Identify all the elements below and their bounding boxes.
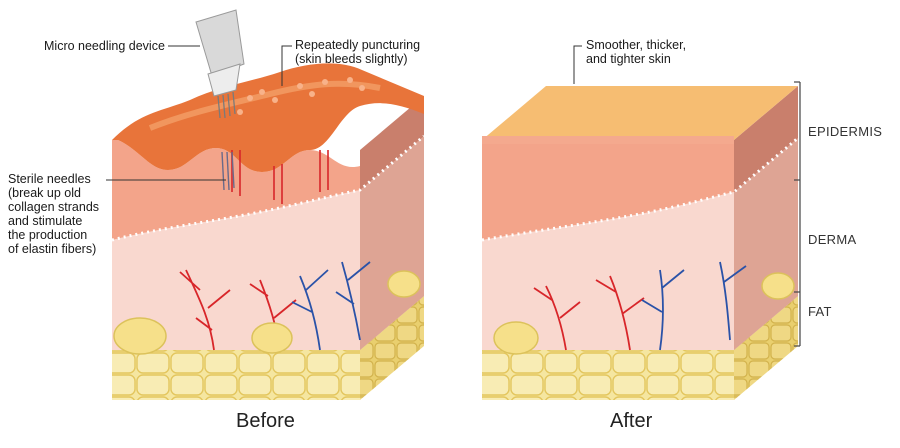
epidermis-label: EPIDERMIS: [808, 124, 883, 139]
puncture-label: Repeatedly puncturing (skin bleeds sligh…: [295, 38, 421, 66]
before-epidermis-top: [112, 63, 424, 172]
after-derma-upper: [482, 140, 734, 240]
before-surface-holes: [237, 77, 365, 115]
after-derma-lower: [482, 192, 734, 350]
after-vessels: [533, 261, 747, 351]
layer-bracket: [794, 81, 801, 347]
device-label: Micro needling device: [44, 39, 165, 53]
before-skin-block: [111, 63, 425, 400]
after-fat-side: [734, 296, 798, 400]
fat-label: FAT: [808, 304, 832, 319]
derma-label: DERMA: [808, 232, 857, 247]
leader-lines: [106, 45, 582, 181]
before-fat-side: [360, 296, 424, 400]
before-fat-front: [112, 350, 360, 400]
before-derma-lower: [112, 190, 360, 350]
before-vessels: [179, 261, 371, 351]
after-epidermis-top: [482, 86, 798, 140]
needles-label: Sterile needles (break up old collagen s…: [8, 172, 100, 256]
after-skin-block: [481, 86, 799, 400]
result-label: Smoother, thicker, and tighter skin: [586, 38, 687, 66]
before-caption: Before: [236, 410, 295, 432]
sterile-needles-icon: [221, 151, 235, 191]
before-derma-upper: [112, 140, 360, 240]
after-membrane: [481, 136, 799, 242]
after-fat-front: [482, 350, 734, 400]
before-membrane: [111, 134, 425, 242]
micro-needling-device-icon: [195, 9, 245, 119]
after-caption: After: [610, 410, 653, 432]
